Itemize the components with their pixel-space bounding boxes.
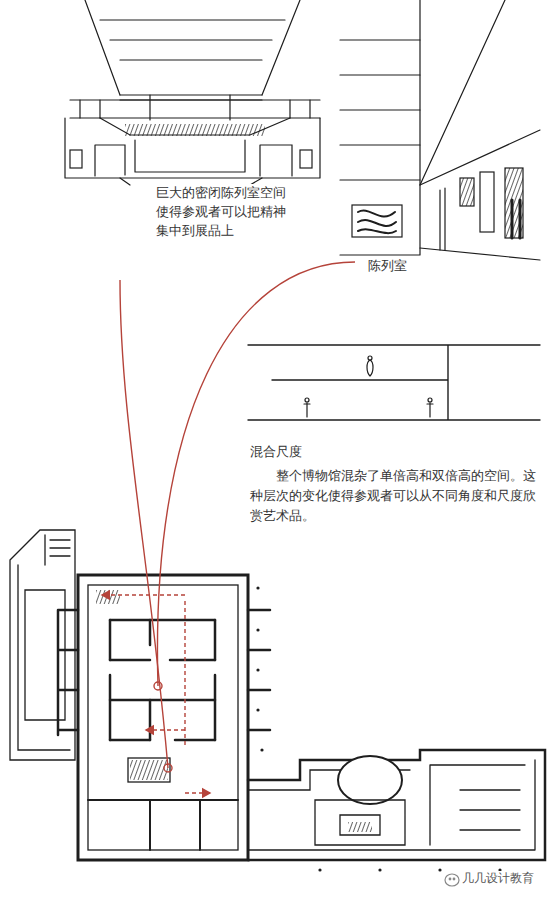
section-sketch [248,345,540,420]
room-label: 陈列室 [368,258,428,274]
floor-plan [10,530,545,860]
gallery-sketch [65,0,320,185]
caption-note: 巨大的密闭陈列室空间使得参观者可以把精神集中到展品上 [156,184,292,241]
column-dots [256,586,501,871]
circulation [102,262,355,793]
watermark-icon [445,874,459,886]
gallery-sketch [340,0,540,260]
section-note: 整个博物馆混杂了单倍高和双倍高的空间。这种层次的变化使得参观者可以从不同角度和尺… [250,466,544,526]
watermark: 几几设计教育 [462,871,552,887]
section-heading: 混合尺度 [250,444,370,461]
